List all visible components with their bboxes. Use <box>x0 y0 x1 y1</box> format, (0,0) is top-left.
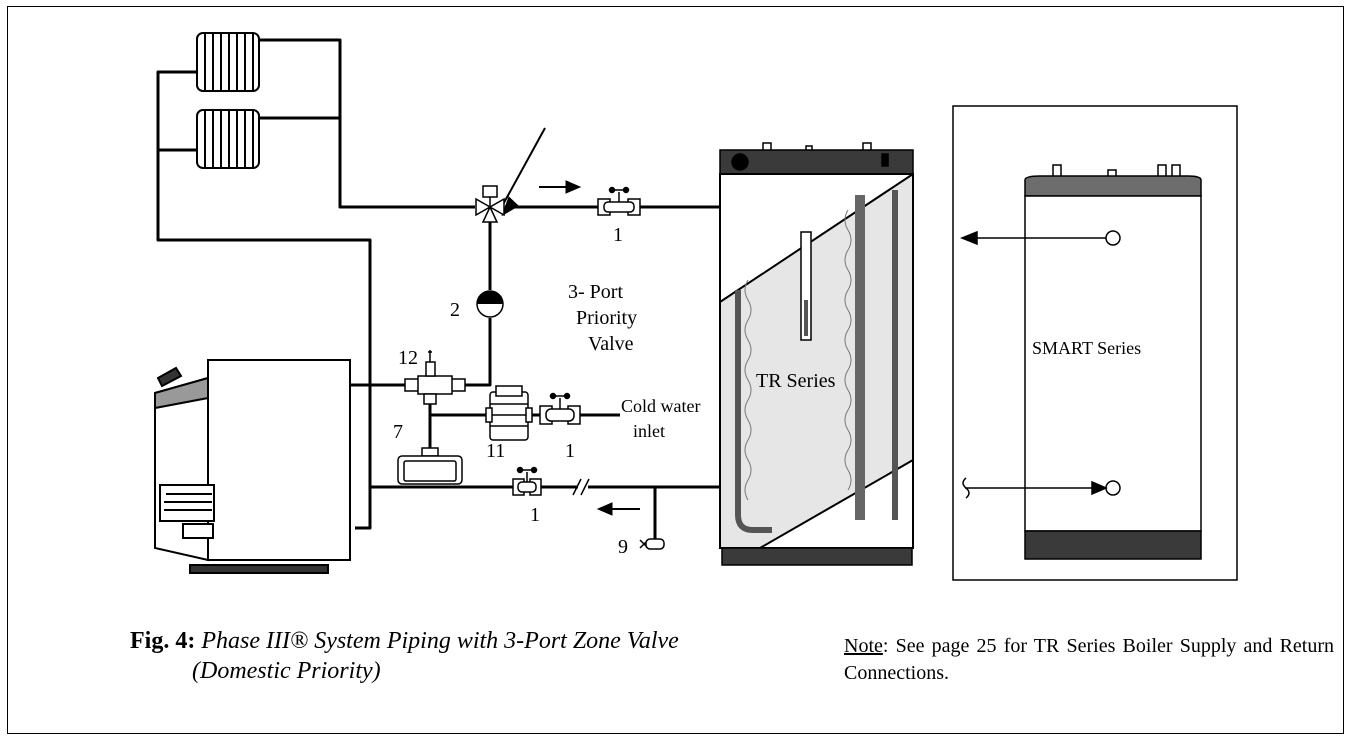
circulator-pump <box>476 290 504 318</box>
expansion-tank <box>397 447 463 485</box>
air-vent-tee <box>404 350 466 405</box>
label-1-return: 1 <box>530 504 540 526</box>
piping-diagram: 3- Port Priority Valve Cold water inlet … <box>154 32 1238 581</box>
label-9-drain: 9 <box>618 536 628 558</box>
note-body: : See page 25 for TR Series Boiler Suppl… <box>844 635 1334 684</box>
boiler <box>154 359 351 574</box>
valve-label-line3: Valve <box>588 333 634 355</box>
pressure-reducing-valve <box>485 385 533 441</box>
isolation-valve-coldwater <box>539 392 581 425</box>
piping <box>156 38 740 540</box>
figure-title-line2: (Domestic Priority) <box>192 658 381 684</box>
label-1-supply: 1 <box>613 224 623 246</box>
figure-number: Fig. 4: <box>130 628 196 654</box>
note-label: Note <box>844 635 883 657</box>
cold-water-label-line1: Cold water <box>621 396 700 416</box>
label-1-coldwater: 1 <box>565 440 575 462</box>
valve-label-line1: 3- Port <box>568 281 623 303</box>
drain-valve <box>639 538 665 550</box>
isolation-valve-supply <box>597 186 641 216</box>
figure-title-line1: Phase III® System Piping with 3-Port Zon… <box>201 628 679 654</box>
tr-series-tank <box>719 142 914 566</box>
three-port-valve <box>475 185 505 223</box>
flow-arrows <box>499 127 640 516</box>
cold-water-label-line2: inlet <box>633 421 665 441</box>
label-11-prv: 11 <box>486 440 505 462</box>
smart-arrows <box>959 230 1108 499</box>
label-2-pump: 2 <box>450 299 460 321</box>
tr-series-label: TR Series <box>756 370 836 392</box>
isolation-valve-return <box>512 466 542 496</box>
smart-series-tank <box>1024 164 1202 560</box>
note-text: Note: See page 25 for TR Series Boiler S… <box>844 633 1334 687</box>
label-12-vent: 12 <box>398 347 418 369</box>
valve-label-line2: Priority <box>576 307 637 329</box>
radiator-bottom <box>196 109 260 169</box>
label-7-tank: 7 <box>393 421 403 443</box>
smart-series-label: SMART Series <box>1032 338 1141 358</box>
radiator-top <box>196 32 260 92</box>
figure-caption: Fig. 4: Phase III® System Piping with 3-… <box>130 626 830 686</box>
figure-frame <box>7 6 1344 734</box>
